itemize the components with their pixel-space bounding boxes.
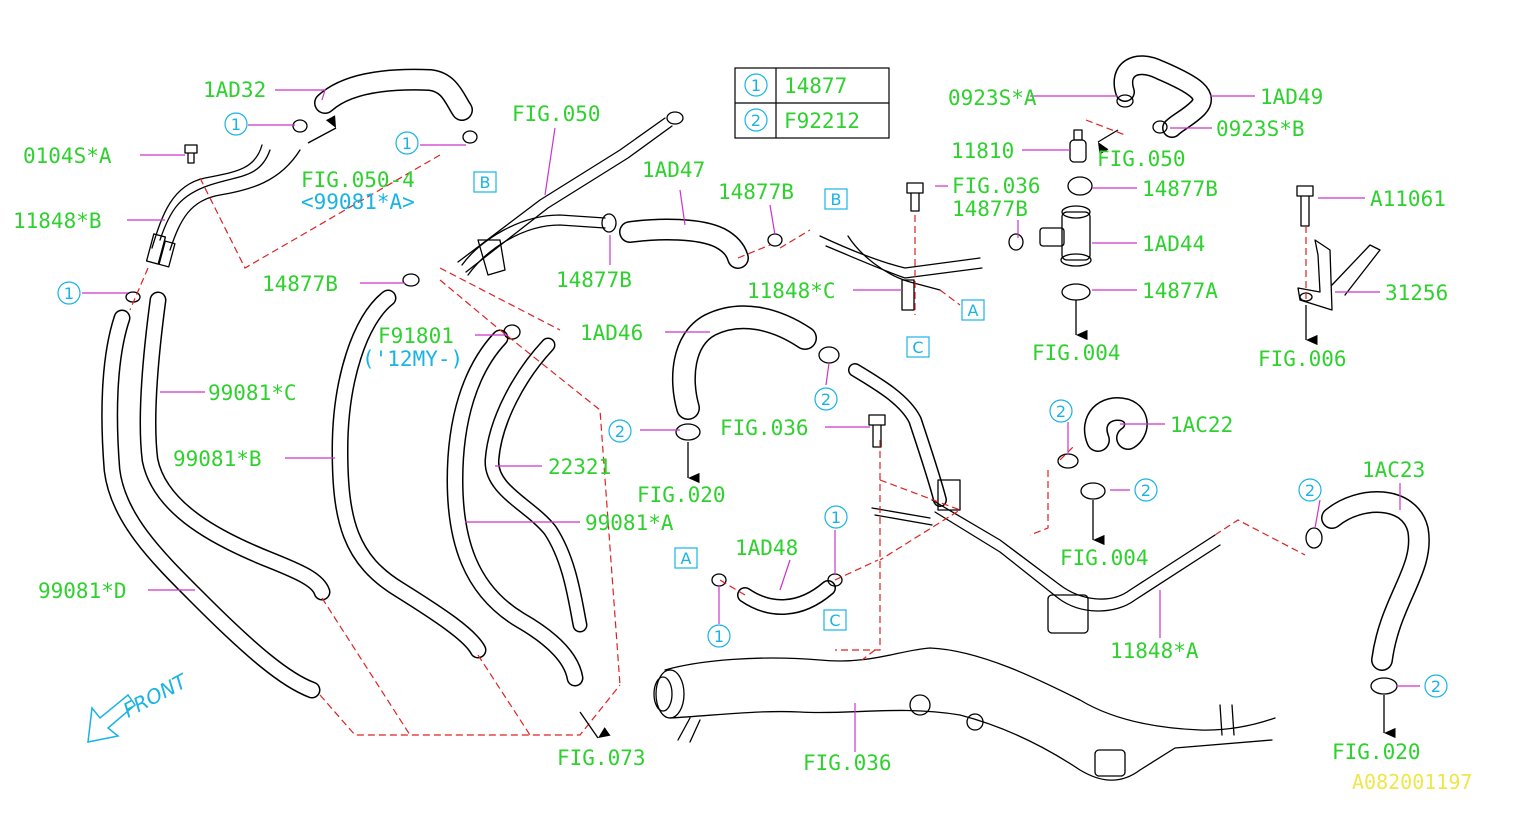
label-0923s-a: 0923S*A bbox=[948, 86, 1037, 110]
label-1ad46: 1AD46 bbox=[580, 321, 643, 345]
label-14877a: 14877A bbox=[1142, 279, 1218, 303]
label-fig006: FIG.006 bbox=[1258, 347, 1347, 371]
label-14877b: 14877B bbox=[1142, 177, 1218, 201]
label-11848-c: 11848*C bbox=[747, 279, 836, 303]
label-14877b: 14877B bbox=[718, 180, 794, 204]
callout-1-icon: 1 bbox=[831, 508, 841, 527]
callout-2-icon: 2 bbox=[1141, 481, 1151, 500]
label-99081-a: 99081*A bbox=[585, 511, 674, 535]
label-fig050: FIG.050 bbox=[512, 102, 601, 126]
ref-box-c: C bbox=[912, 338, 923, 357]
label-1ac22: 1AC22 bbox=[1170, 413, 1233, 437]
label-1ad47: 1AD47 bbox=[642, 158, 705, 182]
callout-1-icon: 1 bbox=[231, 115, 241, 134]
callout-2-icon: 2 bbox=[1305, 481, 1315, 500]
label-fig020: FIG.020 bbox=[1332, 740, 1421, 764]
dashed-lines bbox=[129, 119, 1307, 736]
label-fig050-4: FIG.050-4 bbox=[301, 168, 415, 192]
label-a11061: A11061 bbox=[1370, 187, 1446, 211]
callout-2-icon: 2 bbox=[1056, 402, 1066, 421]
label-99081-b: 99081*B bbox=[173, 447, 262, 471]
label-22321: 22321 bbox=[548, 455, 611, 479]
part-labels: 1AD32 0104S*A 11848*B FIG.050-4 <99081*A… bbox=[13, 78, 1472, 794]
legend-part-2: F92212 bbox=[784, 109, 860, 133]
label-fig050: FIG.050 bbox=[1097, 147, 1186, 171]
label-14877b: 14877B bbox=[952, 197, 1028, 221]
label-fig020: FIG.020 bbox=[637, 483, 726, 507]
front-label: FRONT bbox=[119, 668, 192, 722]
front-arrow-icon bbox=[87, 693, 137, 743]
label-fig073: FIG.073 bbox=[557, 746, 646, 770]
callout-1-icon: 1 bbox=[402, 134, 412, 153]
label-99081a-ref: <99081*A> bbox=[301, 190, 415, 214]
diagram-code: A082001197 bbox=[1352, 770, 1472, 794]
legend-part-1: 14877 bbox=[784, 74, 847, 98]
label-1ad49: 1AD49 bbox=[1260, 85, 1323, 109]
label-11848-a: 11848*A bbox=[1110, 639, 1199, 663]
label-14877b: 14877B bbox=[262, 272, 338, 296]
label-f91801: F91801 bbox=[378, 324, 454, 348]
label-fig036: FIG.036 bbox=[720, 416, 809, 440]
ref-boxes: B B A C A C bbox=[473, 171, 985, 631]
label-1ad32: 1AD32 bbox=[203, 78, 266, 102]
arrows bbox=[307, 115, 1396, 739]
label-99081-c: 99081*C bbox=[208, 381, 297, 405]
label-fig036: FIG.036 bbox=[803, 751, 892, 775]
label-fig004: FIG.004 bbox=[1032, 341, 1121, 365]
legend-key-2: 2 bbox=[751, 111, 761, 130]
callout-2-icon: 2 bbox=[615, 422, 625, 441]
callout-1-icon: 1 bbox=[64, 284, 74, 303]
label-0923s-b: 0923S*B bbox=[1216, 117, 1305, 141]
hoses bbox=[101, 55, 1430, 699]
callout-1-icon: 1 bbox=[714, 627, 724, 646]
label-0104s-a: 0104S*A bbox=[23, 144, 112, 168]
label-11848-b: 11848*B bbox=[13, 209, 102, 233]
ref-box-c: C bbox=[829, 611, 840, 630]
legend-table: 1 2 14877 F92212 bbox=[734, 67, 890, 139]
label-12my: ('12MY-) bbox=[362, 347, 463, 371]
ref-box-b: B bbox=[480, 173, 491, 192]
label-11810: 11810 bbox=[951, 139, 1014, 163]
callouts: 1 1 1 1 1 2 2 2 2 2 2 bbox=[57, 112, 1448, 698]
label-99081-d: 99081*D bbox=[38, 579, 127, 603]
ref-box-a: A bbox=[681, 549, 692, 568]
label-1ac23: 1AC23 bbox=[1362, 458, 1425, 482]
label-14877b: 14877B bbox=[556, 268, 632, 292]
ref-box-a: A bbox=[968, 301, 979, 320]
ref-box-b: B bbox=[831, 190, 842, 209]
label-fig004: FIG.004 bbox=[1060, 546, 1149, 570]
callout-2-icon: 2 bbox=[1431, 677, 1441, 696]
leader-lines bbox=[82, 89, 1420, 752]
label-1ad48: 1AD48 bbox=[735, 536, 798, 560]
label-fig036: FIG.036 bbox=[952, 174, 1041, 198]
label-31256: 31256 bbox=[1385, 281, 1448, 305]
front-indicator: FRONT bbox=[87, 668, 192, 743]
callout-2-icon: 2 bbox=[821, 390, 831, 409]
label-1ad44: 1AD44 bbox=[1142, 232, 1205, 256]
legend-key-1: 1 bbox=[751, 76, 761, 95]
